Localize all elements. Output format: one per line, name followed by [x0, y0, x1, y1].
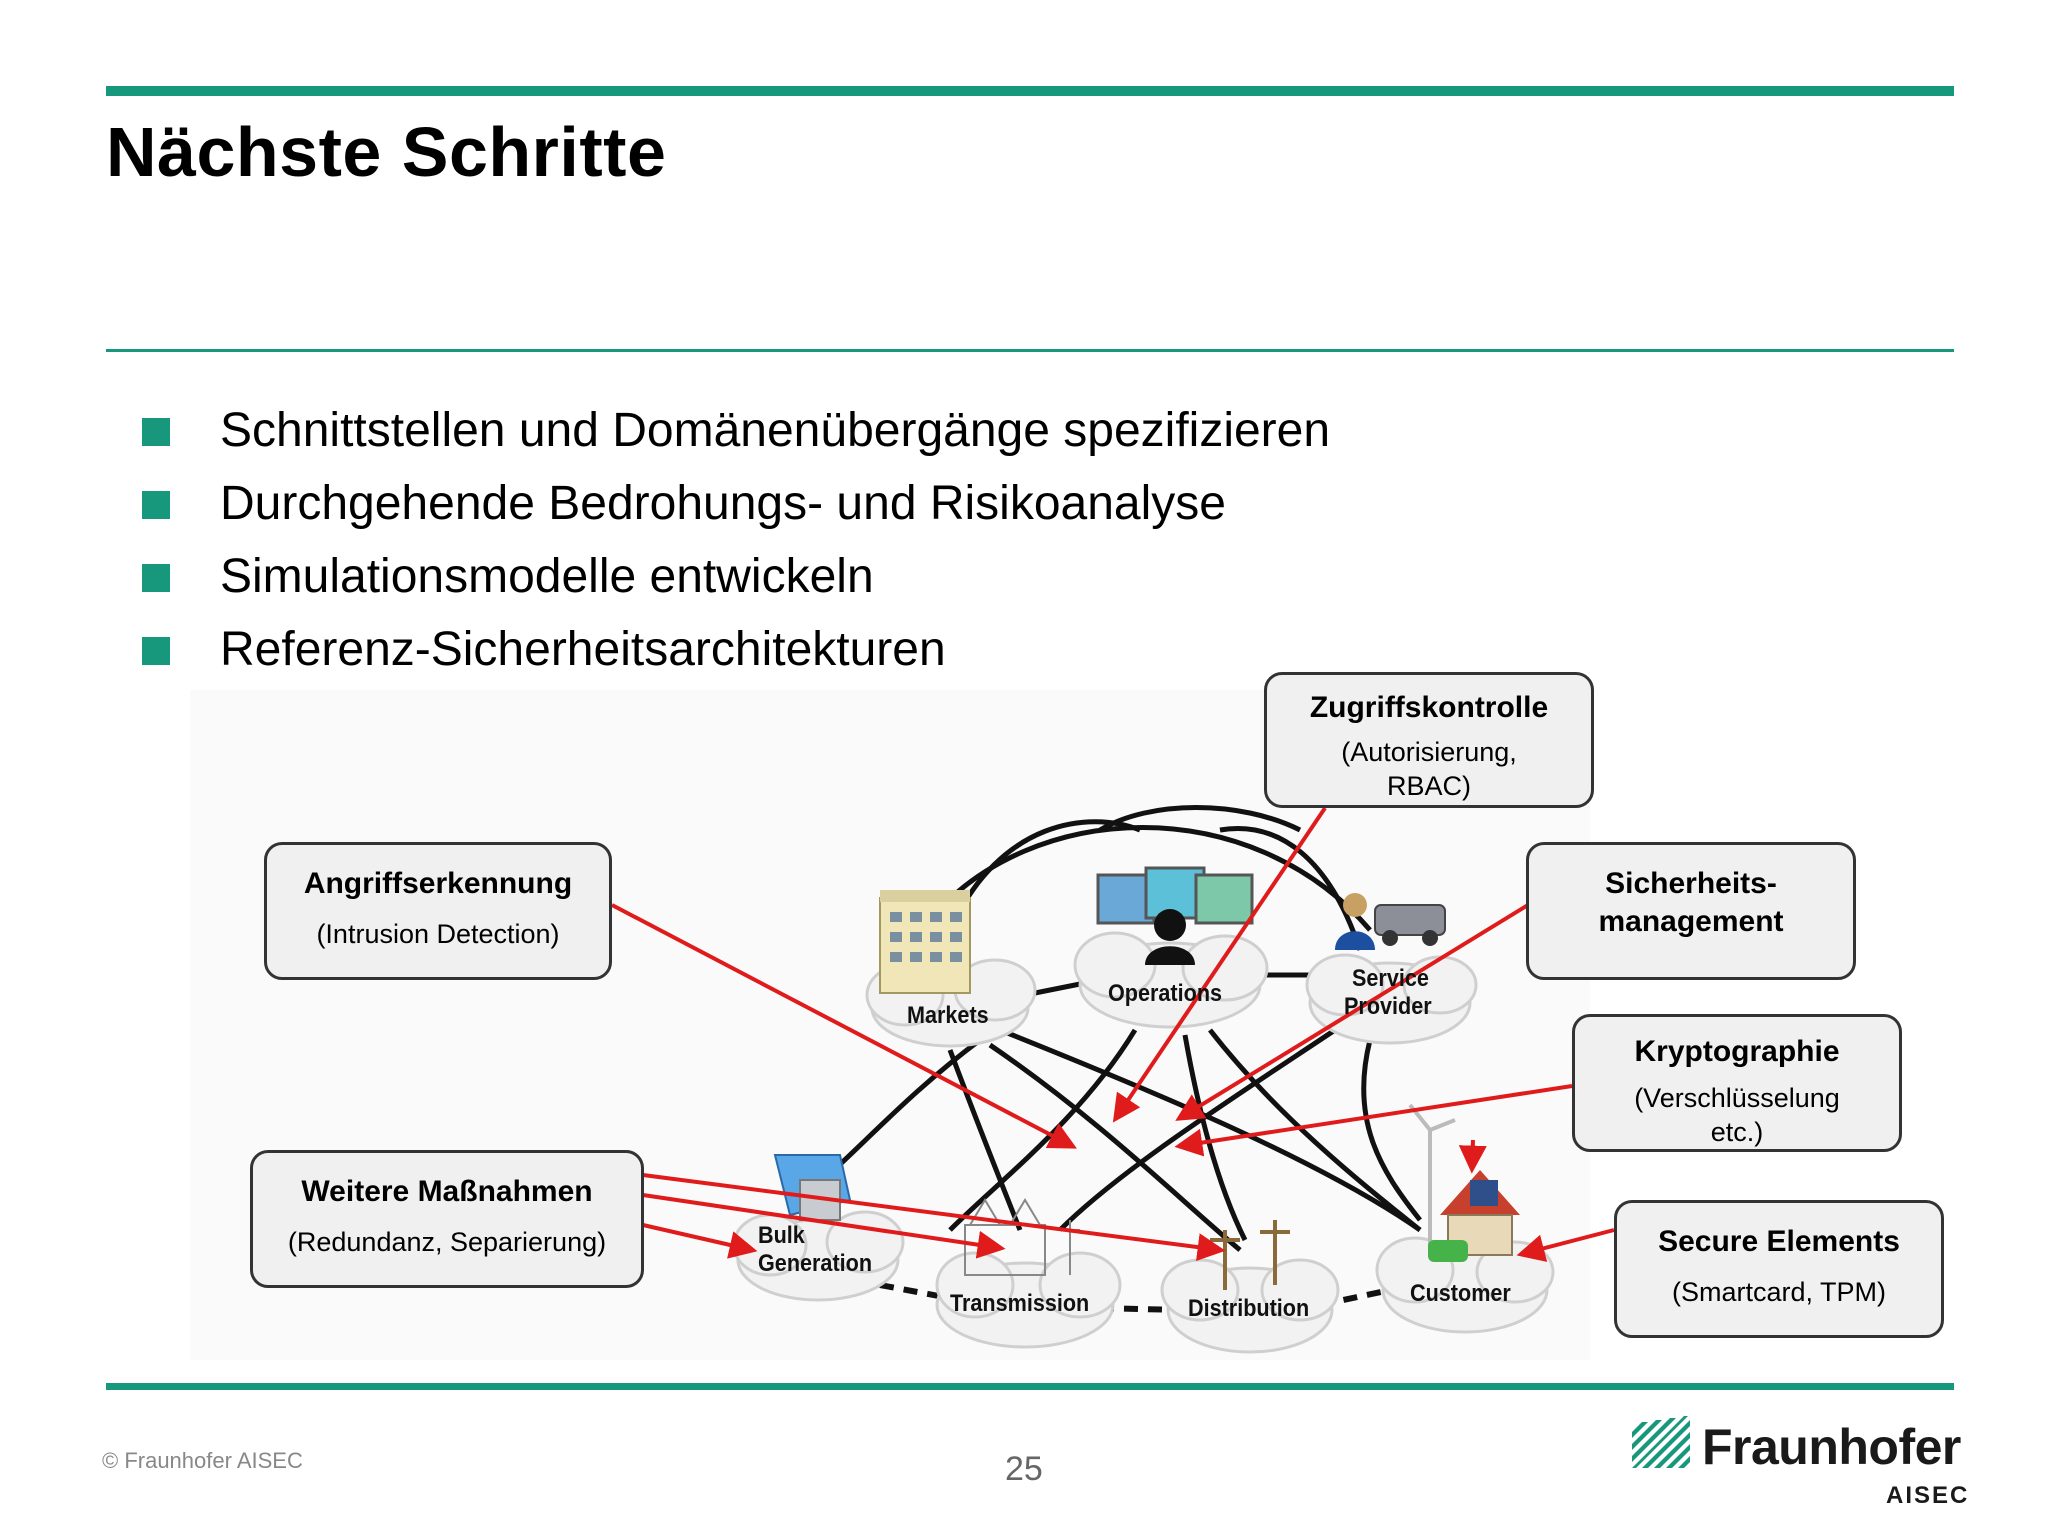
callout-zugriffskontrolle: Zugriffskontrolle (Autorisierung, RBAC) [1264, 672, 1594, 808]
domain-label-markets: Markets [907, 1002, 989, 1029]
callout-secure-elements: Secure Elements (Smartcard, TPM) [1614, 1200, 1944, 1338]
link-arc [947, 819, 1141, 932]
header-rule [106, 86, 1954, 96]
link-operations-transmission [948, 1028, 1138, 1232]
link-operations-distribution [1182, 1034, 1248, 1242]
domain-label-service: Service [1352, 965, 1429, 992]
callout-title: Zugriffskontrolle [1309, 691, 1549, 724]
arrow-zugriffskontrolle [1112, 806, 1327, 1123]
arrow-kryptographie-house [1458, 1139, 1487, 1174]
title-divider [106, 349, 1954, 352]
callout-title: Weitere Maßnahmen [301, 1175, 593, 1208]
domain-label-generation: Generation [758, 1250, 873, 1277]
domain-clouds [732, 931, 1555, 1354]
callout-angriffserkennung: Angriffserkennung (Intrusion Detection) [264, 842, 612, 980]
bullet-square-icon [142, 491, 170, 519]
bullet-square-icon [142, 637, 170, 665]
callout-title: Angriffserkennung [303, 867, 573, 900]
callout-subtitle: (Smartcard, TPM) [1671, 1277, 1887, 1307]
domain-label-transmission: Transmission [950, 1290, 1090, 1317]
callout-subtitle: etc.) [1710, 1117, 1764, 1147]
copyright-text: © Fraunhofer AISEC [102, 1448, 303, 1473]
house-icon [1408, 1103, 1520, 1262]
callout-title: Secure Elements [1658, 1225, 1900, 1258]
link-service-customer [1361, 1039, 1422, 1222]
bullet-item: Referenz-Sicherheitsarchitekturen [140, 619, 1330, 692]
link-markets-customer [999, 1027, 1422, 1233]
building-icon [879, 890, 971, 994]
bullet-list: Schnittstellen und Domänenübergänge spez… [140, 400, 1330, 692]
callout-subtitle: (Autorisierung, [1341, 737, 1517, 767]
callout-kryptographie: Kryptographie (Verschlüsselung etc.) [1572, 1014, 1902, 1152]
measure-arrows [611, 806, 1615, 1262]
slide-title: Nächste Schritte [106, 113, 667, 191]
domain-label-bulk: Bulk [758, 1222, 805, 1249]
cloud-service-provider [1305, 953, 1478, 1045]
arrow-secure-elements [1516, 1228, 1615, 1262]
callout-title: Sicherheits- [1605, 867, 1777, 900]
callout-weitere-massnahmen: Weitere Maßnahmen (Redundanz, Separierun… [250, 1150, 644, 1288]
truck-icon [1335, 893, 1446, 950]
domain-label-customer: Customer [1410, 1280, 1511, 1307]
bullet-text: Durchgehende Bedrohungs- und Risikoanaly… [220, 477, 1226, 530]
arrow-angriffserkennung [611, 903, 1077, 1149]
domain-label-operations: Operations [1108, 980, 1223, 1007]
link-outer-arc [928, 825, 1372, 932]
link-top-arc [1098, 805, 1302, 833]
fraunhofer-logo-icon [1632, 1416, 1690, 1468]
callout-title: management [1598, 905, 1784, 938]
logo-wordmark: Fraunhofer [1702, 1419, 1961, 1475]
bullet-text: Schnittstellen und Domänenübergänge spez… [220, 404, 1331, 457]
cloud-distribution [1160, 1258, 1340, 1354]
callout-subtitle: (Intrusion Detection) [316, 919, 560, 949]
page-number: 25 [1005, 1450, 1043, 1488]
callout-sicherheitsmanagement: Sicherheits- management [1526, 842, 1856, 980]
callout-subtitle: RBAC) [1386, 771, 1471, 801]
bullet-item: Schnittstellen und Domänenübergänge spez… [140, 400, 1330, 473]
link-markets-transmission [947, 1049, 1023, 1231]
dam-icon [773, 1154, 852, 1221]
domain-label-provider: Provider [1344, 993, 1432, 1020]
link-arc [1219, 826, 1363, 951]
link-markets-distribution [988, 1042, 1242, 1252]
domain-links [798, 805, 1422, 1252]
arrow-weitere-transmission [642, 1193, 1006, 1259]
callout-subtitle: (Verschlüsselung [1634, 1083, 1840, 1113]
control-room-icon [1096, 866, 1254, 965]
logo-unit: AISEC [1886, 1482, 1970, 1509]
cloud-transmission [935, 1251, 1122, 1349]
bullet-text: Referenz-Sicherheitsarchitekturen [220, 623, 946, 676]
link-operations-customer [1208, 1028, 1422, 1232]
callout-title: Kryptographie [1634, 1035, 1840, 1068]
arrow-weitere-distribution [642, 1173, 1226, 1261]
bullet-item: Simulationsmodelle entwickeln [140, 546, 1330, 619]
bullet-text: Simulationsmodelle entwickeln [220, 550, 874, 603]
domain-label-distribution: Distribution [1188, 1295, 1310, 1322]
bullet-square-icon [142, 418, 170, 446]
cloud-operations [1073, 931, 1269, 1029]
arrow-sicherheitsmanagement [1175, 903, 1530, 1121]
arrow-weitere-bulk [642, 1223, 758, 1259]
bullet-square-icon [142, 564, 170, 592]
callout-subtitle: (Redundanz, Separierung) [287, 1227, 607, 1257]
arrow-kryptographie [1174, 1084, 1573, 1157]
bullet-item: Durchgehende Bedrohungs- und Risikoanaly… [140, 473, 1330, 546]
footer-rule [106, 1383, 1954, 1390]
